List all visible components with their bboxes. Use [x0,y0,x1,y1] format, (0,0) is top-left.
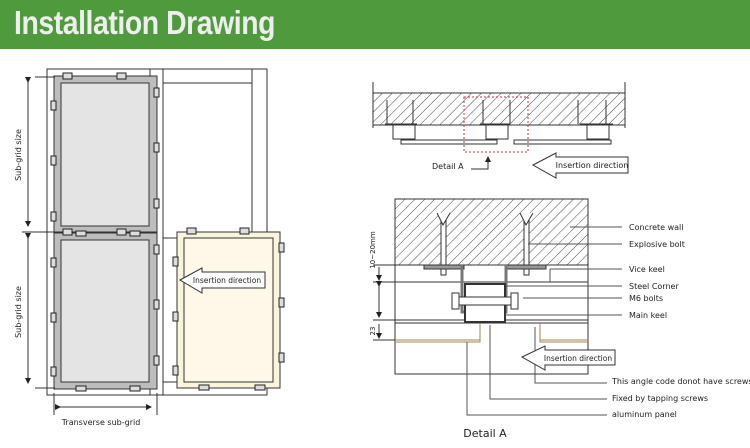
section-view [372,82,629,179]
label-steel-corner: Steel Corner [629,282,679,291]
dimension-10-20mm: 10~20mm [369,231,377,268]
panel-rail-left [400,139,498,145]
label-insertion-direction-section: Insertion direction [556,161,629,170]
dimension-23: 23 [369,327,377,336]
keel-brackets [385,100,613,140]
label-explosive-bolt: Explosive bolt [629,240,685,249]
label-sub-grid-size-upper: Sub-grid size [14,129,23,181]
concrete-wall-section [372,92,626,126]
label-insertion-direction-detail: Insertion direction [544,354,612,363]
detail-a [373,198,622,416]
grid-elevation [22,68,285,415]
detail-a-callout-box [463,96,529,153]
insertion-arrow-icon [520,345,616,371]
panel-rail-right [513,139,612,145]
label-detail-a-callout: Detail A [432,162,464,171]
clip-icons [50,72,285,392]
detail-a-caption: Detail A [463,427,507,440]
label-angle-code: This angle code donot have screws [611,377,750,386]
concrete-wall [394,198,589,266]
insertion-arrow-icon [531,152,629,179]
label-transverse-sub-grid: Transverse sub-grid [61,418,141,427]
insertion-arrow-icon [178,267,266,294]
page-title: Installation Drawing [14,4,276,41]
label-m6-bolts: M6 bolts [629,294,663,303]
label-insertion-direction-elevation: Insertion direction [193,276,261,285]
label-aluminum-panel: aluminum panel [612,410,677,419]
leader-lines [466,226,622,416]
detail-a-labels: Concrete wall Explosive bolt Vice keel S… [611,223,750,419]
m6-bolt-icon [454,296,516,306]
label-tapping-screws: Fixed by tapping screws [612,394,708,403]
label-concrete-wall: Concrete wall [629,223,683,232]
explosive-bolt-icons [436,212,534,276]
vice-keel [423,264,465,270]
header-banner: Installation Drawing [0,0,750,49]
label-main-keel: Main keel [629,311,667,320]
label-vice-keel: Vice keel [629,265,665,274]
label-sub-grid-size-lower: Sub-grid size [14,286,23,338]
